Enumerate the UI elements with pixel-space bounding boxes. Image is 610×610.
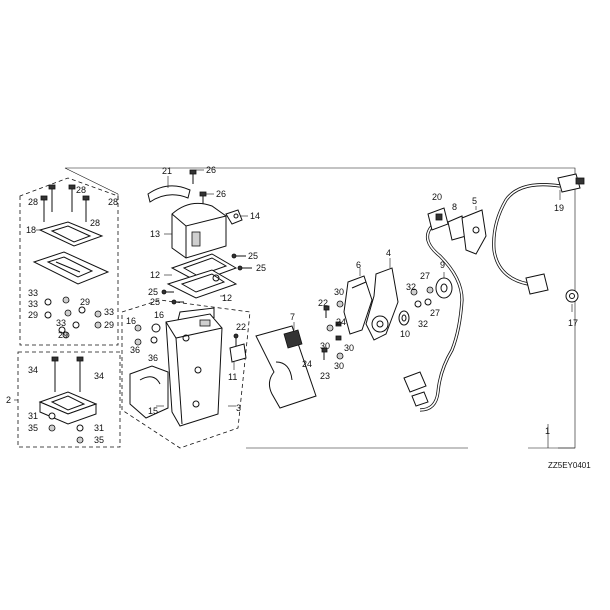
label-35-b: 35: [94, 435, 104, 445]
label-1: 1: [545, 426, 550, 436]
label-21: 21: [162, 166, 172, 176]
cap-13: [171, 202, 227, 259]
label-12-a: 12: [150, 270, 160, 280]
connector-20: [427, 207, 449, 231]
label-36-a: 36: [130, 345, 140, 355]
label-33-d: 33: [56, 318, 66, 328]
label-29-b: 29: [28, 310, 38, 320]
label-36-b: 36: [148, 353, 158, 363]
plate: [32, 251, 110, 285]
label-26-mid: 26: [216, 189, 226, 199]
label-10: 10: [400, 329, 410, 339]
label-24-a: 24: [336, 317, 346, 327]
diagram-code: ZZ5EY0401: [548, 461, 591, 470]
clip-14: [225, 209, 243, 225]
cover-21: [147, 185, 191, 203]
switch-5: [461, 209, 487, 255]
label-14: 14: [250, 211, 260, 221]
label-30-a: 30: [334, 287, 344, 297]
label-35-a: 35: [28, 423, 38, 433]
washer-10: [398, 310, 410, 326]
label-29-c: 29: [104, 320, 114, 330]
upper-plate-stack: [32, 184, 110, 339]
label-7: 7: [290, 312, 295, 322]
washers-33-29: [44, 296, 102, 339]
label-2: 2: [6, 395, 11, 405]
label-19: 19: [554, 203, 564, 213]
wire-harness: [403, 224, 464, 412]
cable-19: [492, 173, 585, 295]
screws-25: [161, 253, 252, 305]
label-9: 9: [440, 260, 445, 270]
label-31-b: 31: [94, 423, 104, 433]
clip-17: [565, 289, 579, 303]
label-34-a: 34: [28, 365, 38, 375]
nuts-32-27: [410, 286, 434, 308]
label-26-top: 26: [206, 165, 216, 175]
fasteners-16-36: [134, 323, 161, 346]
label-27-a: 27: [420, 271, 430, 281]
label-5: 5: [472, 196, 477, 206]
group-box-plates: [19, 177, 119, 346]
label-33-c: 33: [104, 307, 114, 317]
label-22-a: 22: [236, 322, 246, 332]
group-box-spacer: [14, 351, 121, 448]
main-assembly-frame: [64, 167, 576, 449]
label-16-b: 16: [154, 310, 164, 320]
part-labels: 21 26 26 13 14 25 25 25 25 12 12 16 16 3…: [6, 165, 591, 470]
label-30-d: 30: [334, 361, 344, 371]
label-34-b: 34: [94, 371, 104, 381]
bushing-7: [283, 329, 303, 349]
clamp-11-22: [229, 333, 247, 363]
label-28-d: 28: [90, 218, 100, 228]
leader-lines: [36, 169, 573, 448]
grommet-9: [435, 277, 453, 299]
label-30-c: 30: [320, 341, 330, 351]
label-28-a: 28: [28, 197, 38, 207]
label-24-b: 24: [302, 359, 312, 369]
label-18: 18: [26, 225, 36, 235]
group-box-body: [121, 299, 251, 449]
label-16-a: 16: [126, 316, 136, 326]
label-8: 8: [452, 202, 457, 212]
label-11: 11: [228, 372, 237, 382]
label-6: 6: [356, 260, 361, 270]
label-31-a: 31: [28, 411, 38, 421]
gasket-sheet: [255, 325, 317, 409]
label-27-b: 27: [430, 308, 440, 318]
label-32-b: 32: [418, 319, 428, 329]
label-25-d: 25: [150, 297, 160, 307]
label-32-a: 32: [406, 282, 416, 292]
label-13: 13: [150, 229, 160, 239]
label-33-b: 33: [28, 299, 38, 309]
lever-6: [343, 275, 373, 335]
label-15: 15: [148, 406, 158, 416]
lever-4: [365, 267, 399, 341]
spacer-block-group: [38, 356, 98, 444]
label-25-a: 25: [248, 251, 258, 261]
label-29-d: 29: [58, 330, 68, 340]
label-30-b: 30: [344, 343, 354, 353]
label-25-c: 25: [148, 287, 158, 297]
label-20: 20: [432, 192, 442, 202]
plate-15: [129, 365, 169, 419]
label-3: 3: [236, 403, 241, 413]
label-12-b: 12: [222, 293, 232, 303]
label-22-b: 22: [318, 298, 328, 308]
bracket-12: [166, 253, 238, 299]
screw-26-top: [189, 169, 197, 184]
label-28-c: 28: [108, 197, 118, 207]
label-4: 4: [386, 248, 391, 258]
label-23: 23: [320, 371, 330, 381]
gasket-18: [38, 221, 104, 247]
label-29-a: 29: [80, 297, 90, 307]
label-28-b: 28: [76, 185, 86, 195]
label-17: 17: [568, 318, 578, 328]
control-body-3: [165, 307, 223, 427]
label-33-a: 33: [28, 288, 38, 298]
screw-28-group: [40, 184, 90, 222]
label-25-b: 25: [256, 263, 266, 273]
